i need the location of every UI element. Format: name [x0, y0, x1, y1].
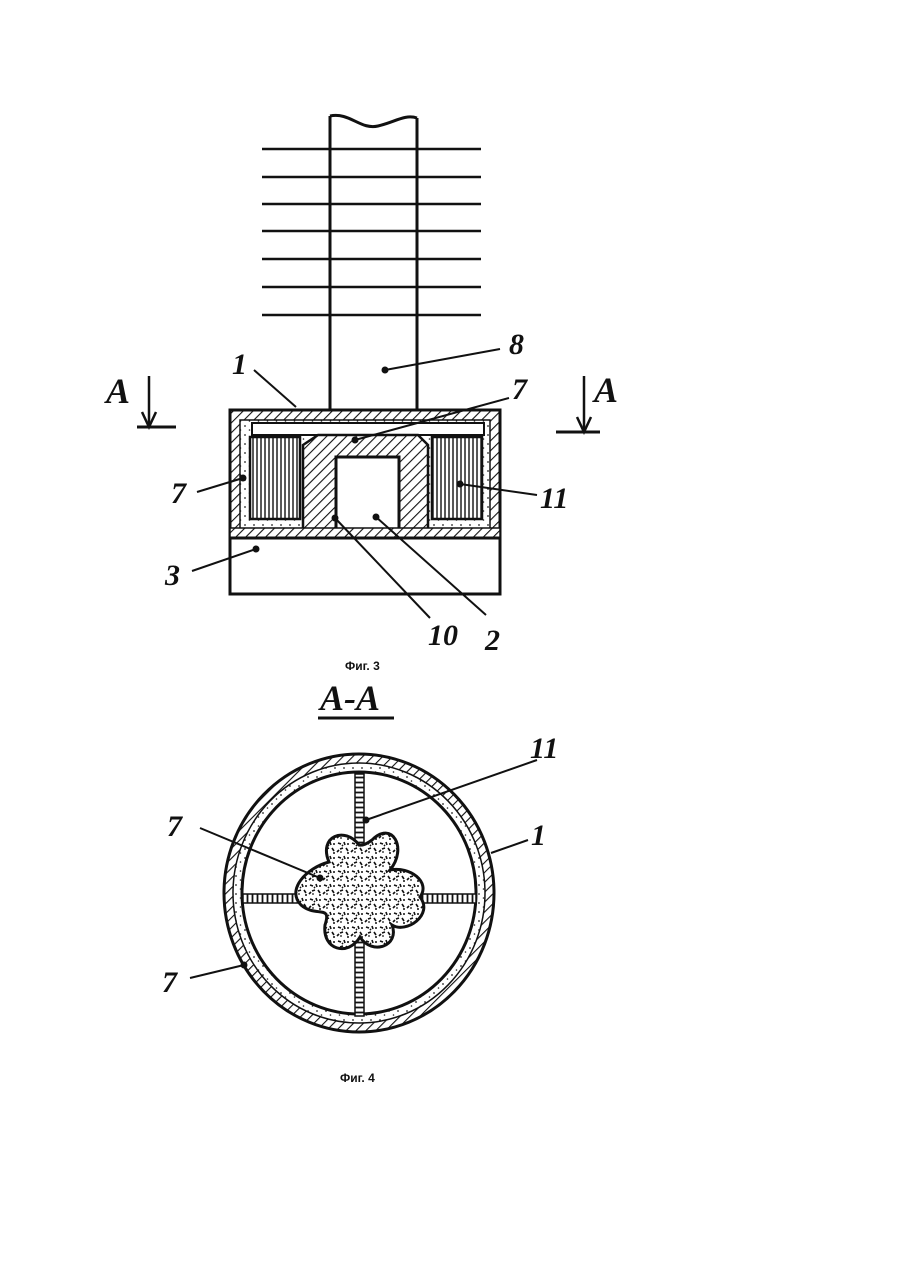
- label-7-inner: 7: [167, 810, 183, 843]
- label-11: 11: [540, 482, 568, 515]
- label-10: 10: [428, 619, 458, 652]
- housing: [230, 410, 500, 538]
- label-1: 1: [232, 348, 247, 381]
- caption-fig-3: Фиг. 3: [345, 659, 380, 673]
- caption-fig-4: Фиг. 4: [340, 1071, 375, 1085]
- section-title: A-A: [318, 678, 380, 718]
- base-plate: [230, 538, 500, 594]
- label-7-top: 7: [512, 373, 528, 406]
- section-marker-left: A: [104, 371, 176, 427]
- label-7-left: 7: [171, 477, 187, 510]
- label-7-outer: 7: [162, 966, 178, 999]
- label-11-fig4: 11: [530, 732, 558, 765]
- section-marker-right: A: [556, 370, 618, 432]
- label-8: 8: [509, 328, 524, 361]
- figure-3: A A 1 8 7 7 11 3 10 2: [104, 115, 618, 673]
- label-2: 2: [484, 624, 500, 657]
- svg-text:A: A: [592, 370, 618, 410]
- cooling-fins: [262, 149, 481, 315]
- label-1-fig4: 1: [531, 819, 546, 852]
- figure-4: A-A 11 7 1 7 Фиг. 4: [162, 678, 558, 1085]
- svg-text:A: A: [104, 371, 130, 411]
- label-3: 3: [164, 559, 180, 592]
